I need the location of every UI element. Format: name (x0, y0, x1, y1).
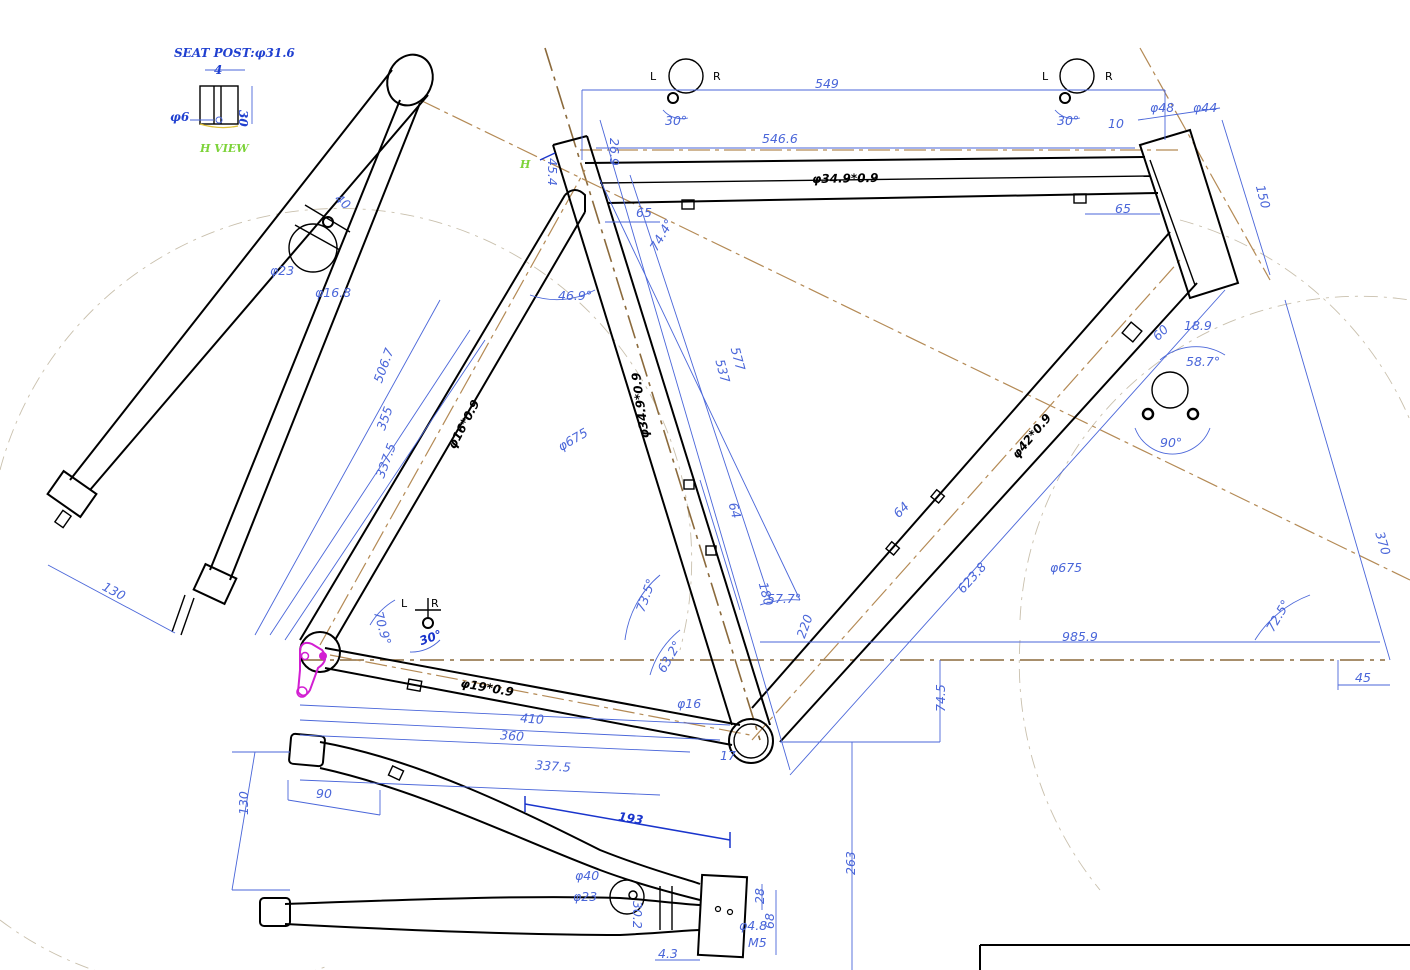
dim-28: 28 (752, 888, 767, 904)
seat-stay (299, 189, 586, 641)
dim-180: 180 (756, 580, 777, 607)
dim-546-6: 546.6 (762, 131, 798, 146)
seat-post-h-view (190, 69, 253, 129)
dim-220: 220 (793, 612, 815, 640)
dim-phi675-b: φ675 (1050, 560, 1082, 575)
head-tube (1138, 128, 1240, 300)
dim-65-b: 65 (1115, 201, 1131, 216)
dim-10: 10 (1108, 116, 1124, 131)
dim-623-8: 623.8 (954, 559, 989, 596)
top-tube-spec: φ34.9*0.9 (812, 171, 879, 186)
chain-stay (324, 647, 741, 746)
dim-263: 263 (843, 851, 858, 875)
dim-337-5-a: 337.5 (373, 441, 399, 480)
marker-right-2: R (1105, 70, 1113, 83)
marker-right-1: R (713, 70, 721, 83)
dim-549: 549 (815, 76, 839, 91)
rear-dropout (296, 631, 341, 698)
dim-58-7-deg: 58.7° (1186, 354, 1220, 369)
dim-64-a: 64 (726, 501, 745, 520)
seat-stay-spec: φ16*0.9 (445, 397, 483, 451)
down-tube (751, 231, 1198, 743)
dim-90: 90 (316, 786, 332, 801)
dim-73-5-deg: 73.5° (633, 577, 659, 614)
dimension-lines (47, 89, 1391, 970)
dim-phi23-a: φ23 (270, 263, 294, 278)
down-tube-spec: φ42*0.9 (1009, 411, 1054, 461)
wheel-arcs (0, 207, 1410, 970)
dim-64-b: 64 (890, 499, 912, 521)
seat-stay-view (46, 53, 434, 636)
dim-phi48: φ48 (1150, 100, 1174, 115)
seat-post-dim-30: 30 (236, 110, 250, 127)
dim-337-5-b: 337.5 (535, 757, 572, 774)
dim-phi675-a: φ675 (555, 425, 590, 454)
dim-577: 577 (728, 345, 749, 372)
marker-left-3: L (401, 597, 408, 610)
dim-506-7: 506.7 (370, 346, 396, 385)
dim-355: 355 (373, 404, 395, 432)
dim-45: 45 (1355, 670, 1371, 685)
dim-370: 370 (1372, 530, 1393, 557)
dim-150: 150 (1253, 183, 1274, 210)
dim-537: 537 (712, 357, 733, 384)
dim-30-deg-a: 30° (665, 113, 687, 128)
dim-130-b: 130 (236, 791, 251, 815)
dim-30-2: 30.2 (630, 901, 645, 929)
dim-360: 360 (500, 727, 525, 744)
cable-guide-markers (415, 58, 1211, 629)
dim-410: 410 (520, 710, 545, 727)
seat-post-title: SEAT POST:φ31.6 (174, 46, 295, 60)
dim-30-deg-b: 30° (1057, 113, 1079, 128)
dim-26-9: 26.9 (607, 138, 622, 166)
seat-tube (552, 135, 771, 726)
dim-40: 40 (332, 191, 354, 213)
dim-18-9: 18.9 (1184, 318, 1212, 333)
dim-57-7-deg: 57.7° (767, 591, 801, 606)
centerlines (300, 47, 1410, 741)
marker-left-2: L (1042, 70, 1049, 83)
h-marker: H (519, 158, 531, 171)
dim-65-a: 65 (636, 205, 652, 220)
dim-193: 193 (617, 810, 644, 828)
dim-985-9: 985.9 (1062, 629, 1098, 644)
dim-phi40: φ40 (575, 868, 599, 883)
dim-4-3: 4.3 (658, 946, 678, 961)
dim-68: 68 (762, 913, 777, 929)
dim-130-a: 130 (100, 579, 128, 603)
dim-46-9-deg: 46.9° (558, 288, 592, 303)
dim-72-5-deg: 72.5° (1263, 597, 1293, 634)
marker-left-1: L (650, 70, 657, 83)
seat-post-dim-phi6: φ6 (170, 110, 190, 124)
bottom-bracket (728, 718, 774, 764)
title-block (979, 944, 1410, 970)
chain-stay-view (259, 732, 749, 959)
seat-post-dim-4: 4 (214, 63, 222, 77)
dim-17: 17 (720, 748, 736, 763)
dim-30-deg-c: 30° (418, 627, 444, 648)
dim-m5: M5 (748, 935, 767, 950)
h-view-label: H VIEW (199, 142, 250, 155)
dim-phi4-8: φ4.8 (739, 918, 767, 933)
dim-phi16: φ16 (677, 696, 701, 711)
dim-45-4: 45.4 (545, 158, 560, 186)
dim-70-9-deg: 70.9° (371, 610, 394, 647)
dim-63-2-deg: 63.2° (654, 638, 684, 675)
dim-phi16-8: φ16.8 (315, 285, 351, 300)
dim-90-deg: 90° (1160, 435, 1182, 450)
dim-phi44: φ44 (1193, 100, 1217, 115)
dim-74-5: 74.5 (933, 684, 948, 712)
dim-phi23-b: φ23 (573, 889, 597, 904)
top-tube (584, 156, 1159, 210)
marker-right-3: R (431, 597, 439, 610)
dim-60: 60 (1150, 322, 1172, 344)
